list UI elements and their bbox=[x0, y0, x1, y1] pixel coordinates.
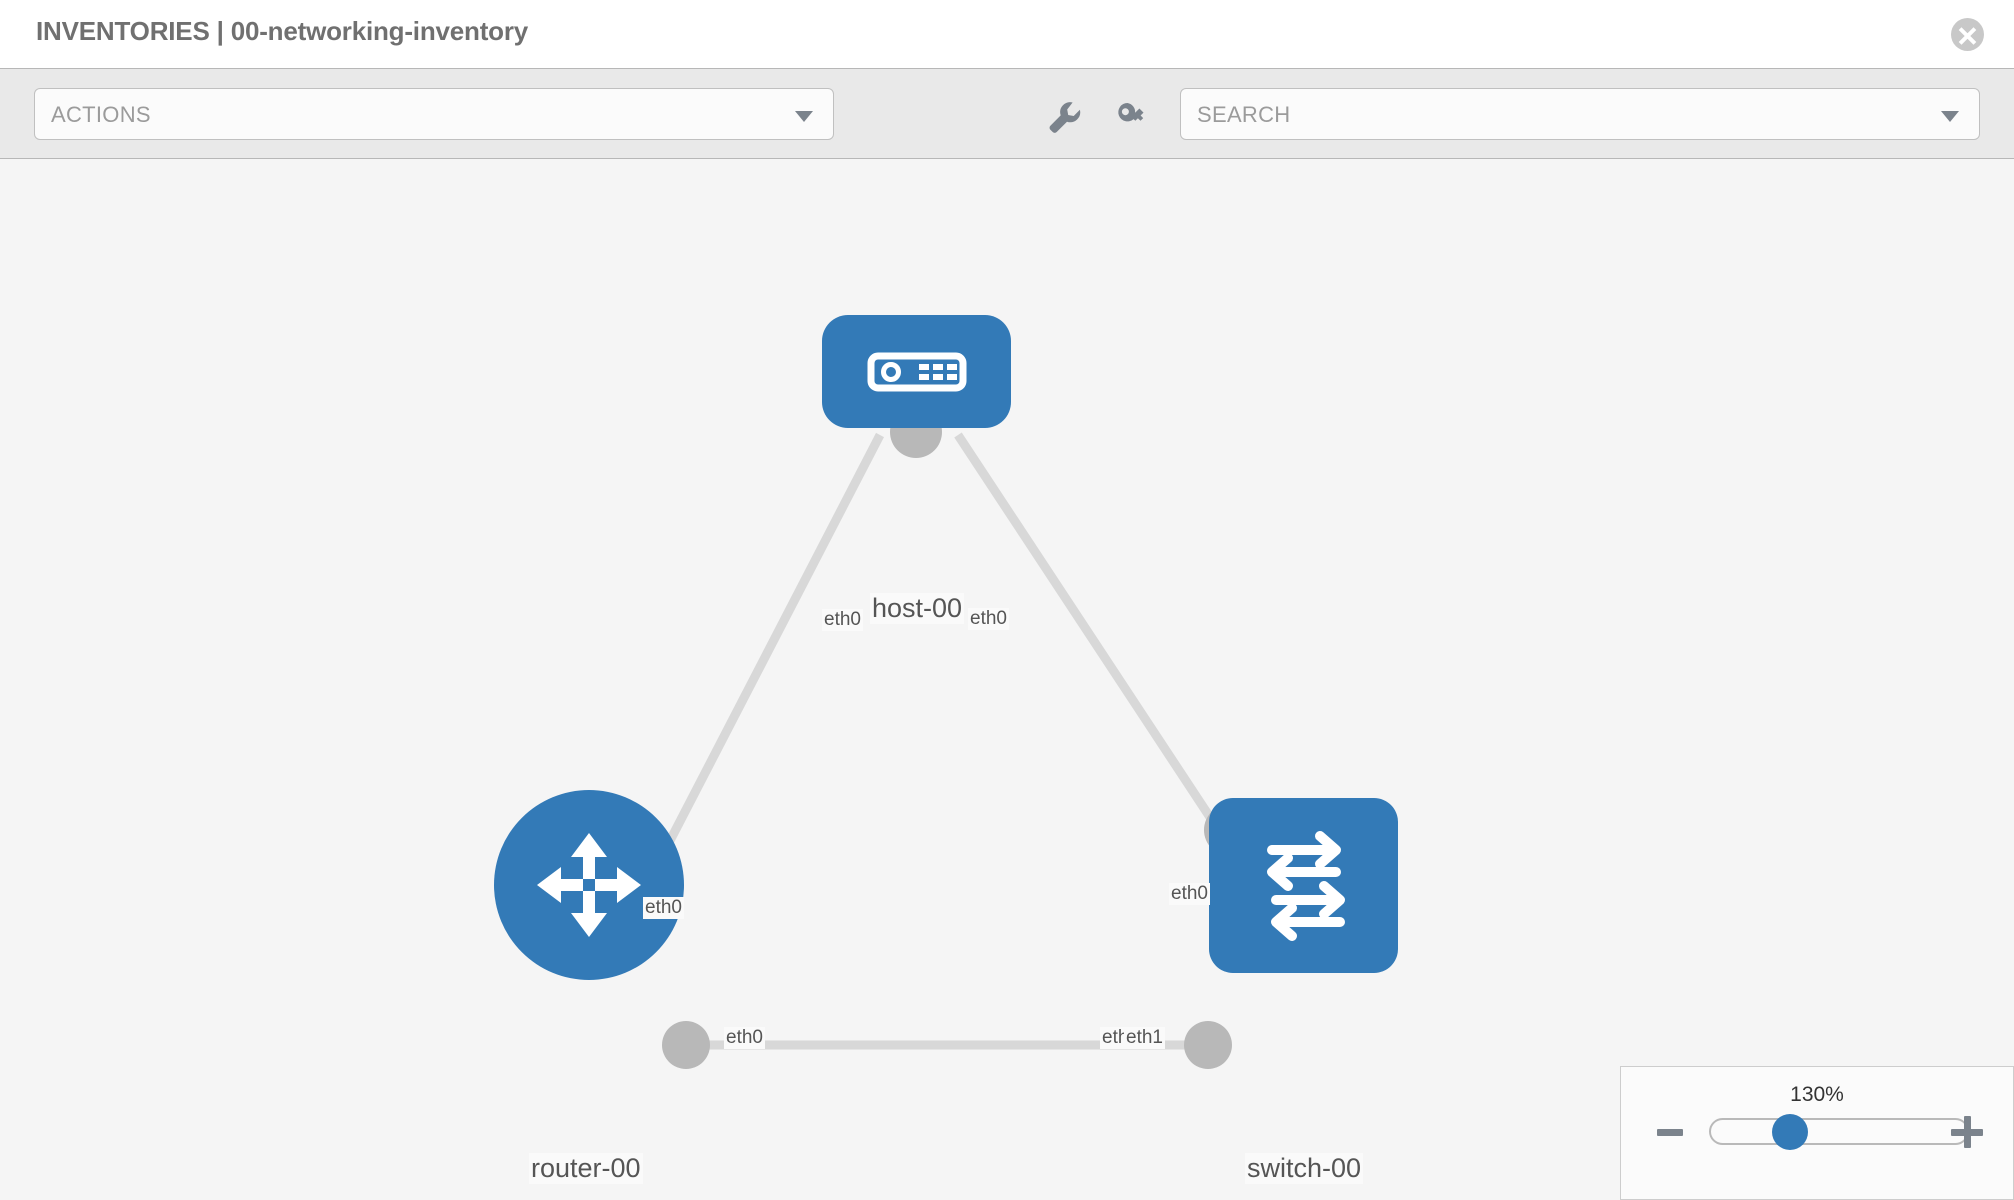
zoom-level-value: 130% bbox=[1790, 1083, 1844, 1106]
minus-icon[interactable] bbox=[1657, 1129, 1683, 1136]
key-icon[interactable] bbox=[1112, 96, 1152, 136]
interface-label-switch-to-host: eth0 bbox=[1169, 883, 1210, 905]
topology-node-switch-00[interactable] bbox=[1209, 798, 1398, 973]
page-title: INVENTORIES | 00-networking-inventory bbox=[36, 16, 529, 46]
topology-node-label-switch-00: switch-00 bbox=[1245, 1153, 1364, 1184]
topology-node-host-00[interactable] bbox=[822, 315, 1011, 428]
link-host-router bbox=[656, 432, 884, 863]
topology-node-label-host-00: host-00 bbox=[870, 593, 965, 624]
connector-router-right bbox=[662, 1021, 710, 1069]
close-icon[interactable] bbox=[1951, 18, 1984, 51]
chevron-down-icon bbox=[1941, 111, 1959, 122]
chevron-down-icon bbox=[795, 111, 813, 122]
wrench-icon[interactable] bbox=[1043, 96, 1083, 136]
switch-arrows-icon bbox=[1266, 830, 1345, 941]
toolbar: ACTIONS SEARCH bbox=[0, 69, 2014, 159]
interface-label-switch-to-router-b: eth1 bbox=[1124, 1027, 1165, 1049]
search-input[interactable]: SEARCH bbox=[1180, 88, 1980, 140]
plus-icon[interactable] bbox=[1951, 1116, 1983, 1148]
zoom-control-panel: 130% bbox=[1620, 1066, 2014, 1200]
zoom-slider-track[interactable] bbox=[1709, 1118, 1969, 1145]
page-header: INVENTORIES | 00-networking-inventory bbox=[0, 0, 2014, 69]
interface-label-router-to-switch: eth0 bbox=[724, 1027, 765, 1049]
interface-label-router-to-host: eth0 bbox=[643, 897, 684, 919]
link-host-switch bbox=[954, 432, 1229, 843]
search-placeholder-label: SEARCH bbox=[1197, 102, 1291, 127]
interface-label-host-left: eth0 bbox=[822, 609, 863, 631]
router-arrows-icon bbox=[537, 833, 641, 937]
topology-links bbox=[656, 406, 1256, 1069]
actions-dropdown-label: ACTIONS bbox=[51, 102, 151, 127]
server-icon bbox=[867, 352, 966, 391]
topology-node-router-00[interactable] bbox=[494, 790, 684, 980]
zoom-slider-thumb[interactable] bbox=[1772, 1114, 1808, 1150]
actions-dropdown[interactable]: ACTIONS bbox=[34, 88, 834, 140]
interface-label-host-right: eth0 bbox=[968, 608, 1009, 630]
topology-canvas[interactable]: host-00 router-00 switch-00 eth0 eth0 et… bbox=[0, 160, 2014, 1200]
connector-switch-left bbox=[1184, 1021, 1232, 1069]
topology-node-label-router-00: router-00 bbox=[529, 1153, 643, 1184]
